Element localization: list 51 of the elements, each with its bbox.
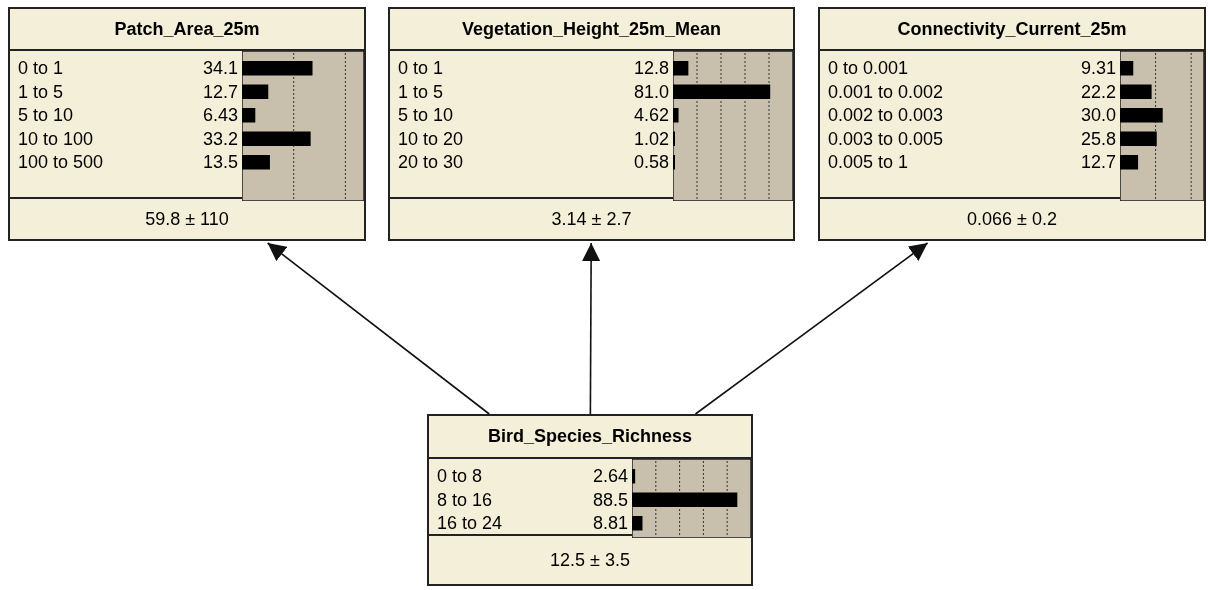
state-label: 1 to 5 [398, 80, 444, 104]
probability-value: 88.5 [592, 488, 628, 512]
state-label: 100 to 500 [18, 151, 104, 174]
mean-value: 12.5 ± 3.5 [550, 549, 630, 571]
probability-value: 12.7 [1080, 151, 1116, 174]
node-title: Patch_Area_25m [114, 18, 260, 40]
network-node [388, 7, 795, 241]
probability-value: 8.81 [592, 512, 628, 535]
mean-value: 3.14 ± 2.7 [551, 208, 632, 230]
state-label: 0 to 0.001 [828, 57, 909, 80]
state-label: 16 to 24 [437, 512, 503, 535]
network-node [427, 414, 753, 586]
node-title: Vegetation_Height_25m_Mean [461, 18, 722, 40]
probability-value: 1.02 [633, 127, 669, 151]
state-label: 0.005 to 1 [828, 151, 909, 174]
state-label: 0 to 8 [437, 465, 483, 488]
probability-value: 0.58 [633, 151, 669, 174]
probability-value: 12.8 [633, 57, 669, 80]
state-label: 0 to 1 [398, 57, 444, 80]
probability-value: 4.62 [633, 104, 669, 127]
state-label: 10 to 100 [18, 127, 94, 151]
probability-value: 13.5 [202, 151, 238, 174]
network-node [818, 7, 1206, 241]
probability-value: 25.8 [1080, 127, 1116, 151]
probability-value: 12.7 [202, 80, 238, 104]
probability-value: 81.0 [633, 80, 669, 104]
probability-value: 6.43 [202, 104, 238, 127]
arrow [582, 242, 601, 415]
state-label: 5 to 10 [398, 104, 454, 127]
probability-value: 34.1 [202, 57, 238, 80]
state-label: 0.001 to 0.002 [828, 80, 944, 104]
state-label: 0.002 to 0.003 [828, 104, 944, 127]
network-node [8, 7, 366, 241]
probability-value: 30.0 [1080, 104, 1116, 127]
state-label: 0.003 to 0.005 [828, 127, 944, 151]
state-label: 8 to 16 [437, 488, 493, 512]
state-label: 10 to 20 [398, 127, 464, 151]
probability-value: 22.2 [1080, 80, 1116, 104]
node-title: Connectivity_Current_25m [897, 18, 1127, 40]
probability-value: 33.2 [202, 127, 238, 151]
state-label: 5 to 10 [18, 104, 74, 127]
mean-value: 59.8 ± 110 [145, 208, 229, 230]
probability-value: 9.31 [1080, 57, 1116, 80]
probability-value: 2.64 [592, 465, 628, 488]
state-label: 0 to 1 [18, 57, 64, 80]
state-label: 1 to 5 [18, 80, 64, 104]
node-title: Bird_Species_Richness [487, 426, 693, 447]
arrow [694, 242, 929, 415]
arrow [266, 242, 491, 415]
state-label: 20 to 30 [398, 151, 464, 174]
mean-value: 0.066 ± 0.2 [967, 208, 1057, 230]
